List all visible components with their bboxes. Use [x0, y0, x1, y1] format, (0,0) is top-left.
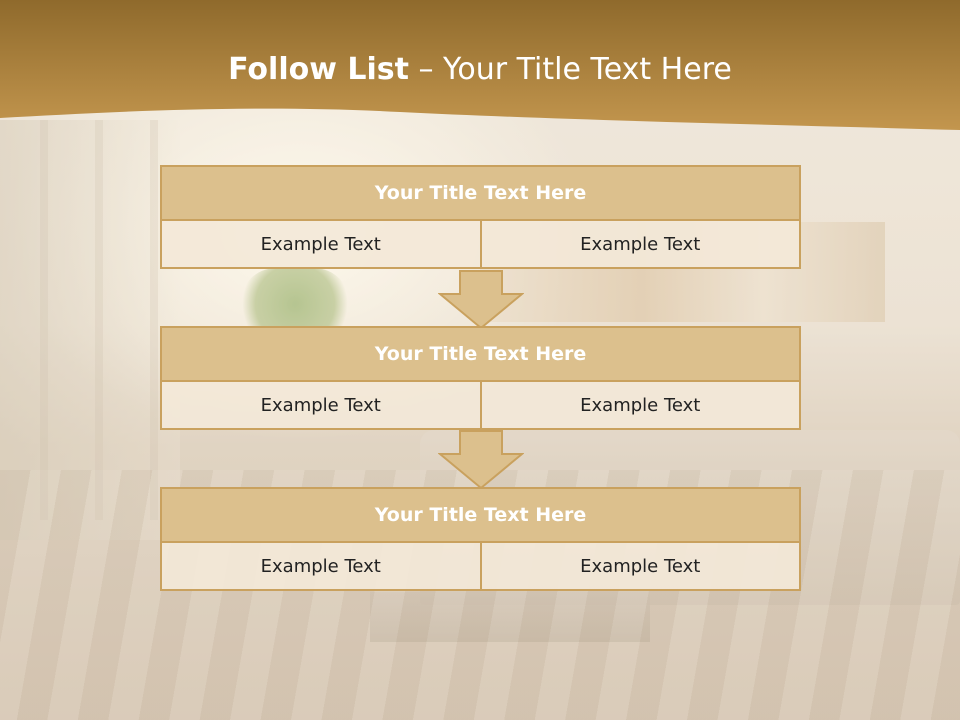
step-panel: Your Title Text Here Example Text Exampl… [160, 165, 801, 269]
curtain-fold [40, 120, 48, 520]
curtain-fold [95, 120, 103, 520]
step-row: Example Text Example Text [160, 382, 801, 430]
step-right-text: Example Text [480, 543, 801, 591]
step-left-text: Example Text [160, 382, 481, 430]
down-arrow-icon [438, 430, 524, 490]
step-left-text: Example Text [160, 221, 481, 269]
step-title: Your Title Text Here [160, 165, 801, 221]
step-left-text: Example Text [160, 543, 481, 591]
step-title: Your Title Text Here [160, 487, 801, 543]
step-right-text: Example Text [480, 382, 801, 430]
coffee-table-image [370, 592, 650, 642]
step-row: Example Text Example Text [160, 543, 801, 591]
step-right-text: Example Text [480, 221, 801, 269]
slide-title-rest: – Your Title Text Here [408, 52, 732, 87]
header-band [0, 0, 960, 130]
slide-title: Follow List – Your Title Text Here [0, 52, 960, 87]
step-panel: Your Title Text Here Example Text Exampl… [160, 326, 801, 430]
curtain-fold [150, 120, 158, 520]
window-light [0, 120, 180, 540]
step-row: Example Text Example Text [160, 221, 801, 269]
step-panel: Your Title Text Here Example Text Exampl… [160, 487, 801, 591]
step-title: Your Title Text Here [160, 326, 801, 382]
down-arrow-icon [438, 270, 524, 330]
slide-title-bold: Follow List [228, 52, 409, 87]
